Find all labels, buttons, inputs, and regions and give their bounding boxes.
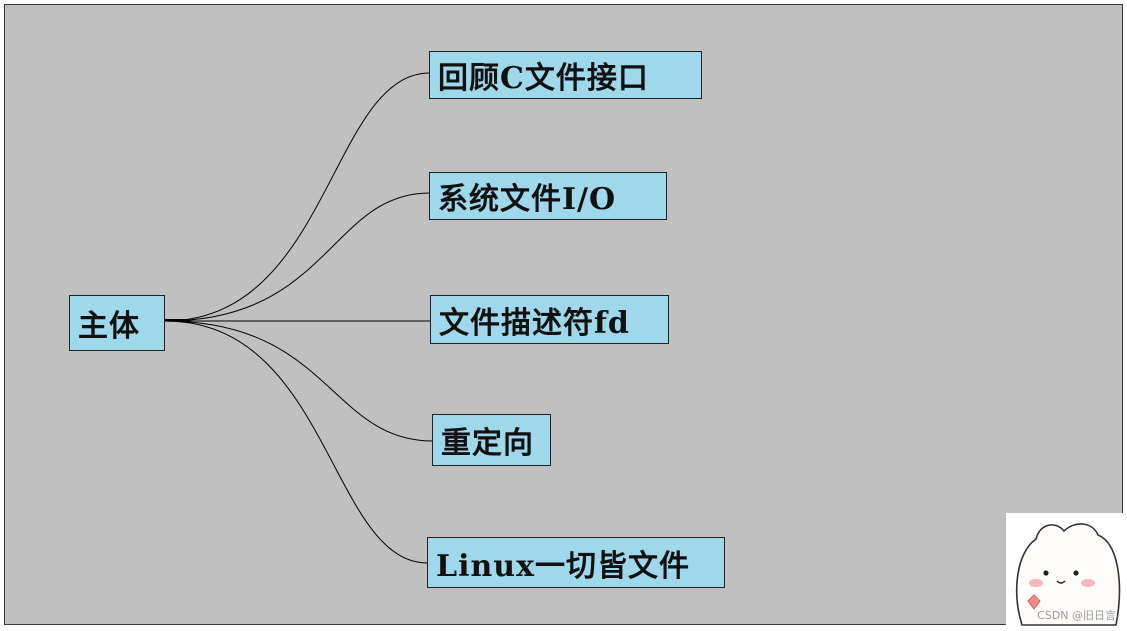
branch-node-linux-everything-file: Linux一切皆文件 — [427, 537, 725, 588]
branch-label: 重定向 — [441, 426, 534, 461]
branch-node-system-file-io: 系统文件I/O — [429, 172, 667, 220]
branch-label: 回顾C文件接口 — [438, 61, 649, 96]
cartoon-bear-sticker-icon: CSDN @旧日言- — [1006, 513, 1124, 627]
watermark: CSDN @旧日言- — [1037, 609, 1120, 622]
branch-node-c-file-interface: 回顾C文件接口 — [429, 51, 702, 99]
root-label: 主体 — [78, 309, 140, 344]
branch-node-file-descriptor: 文件描述符fd — [430, 295, 669, 344]
branch-label: Linux一切皆文件 — [436, 548, 690, 584]
branch-node-redirection: 重定向 — [432, 414, 551, 466]
root-node: 主体 — [69, 295, 165, 351]
branch-label: 文件描述符fd — [439, 305, 630, 341]
branch-label: 系统文件I/O — [438, 182, 617, 217]
